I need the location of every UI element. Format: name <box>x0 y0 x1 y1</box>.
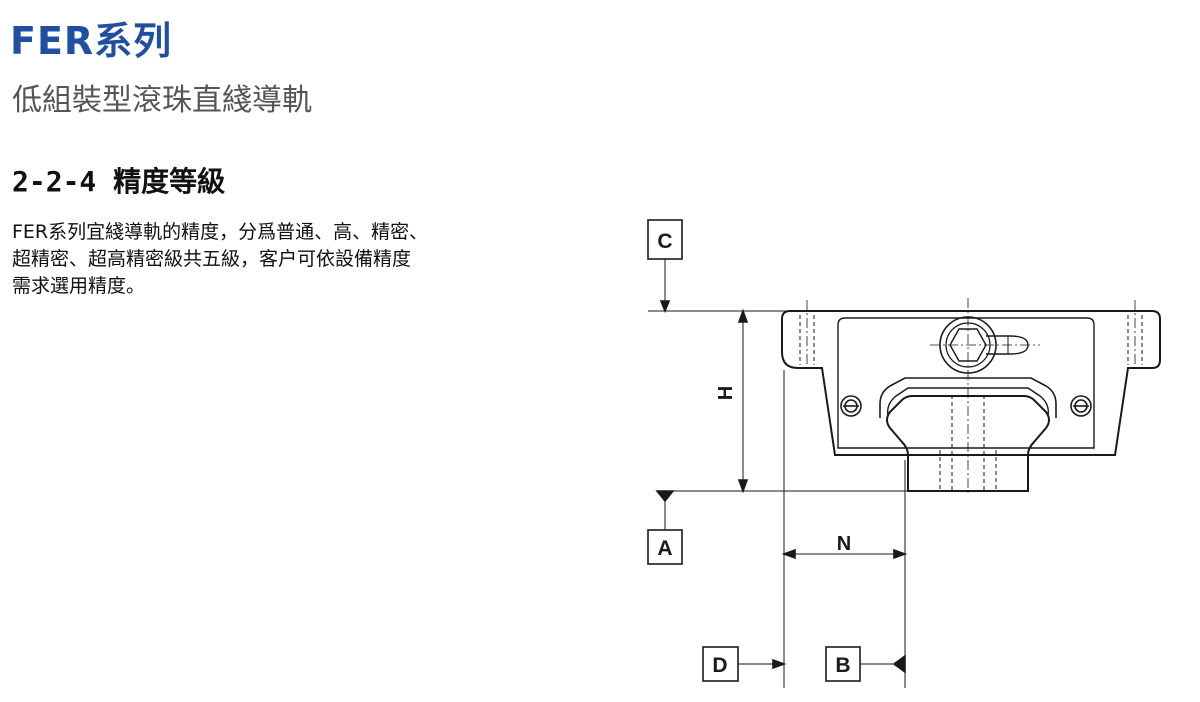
datum-a-label: A <box>657 537 672 560</box>
datum-triangle-icon <box>655 490 675 503</box>
section-heading: 2-2-4 精度等級 <box>12 165 226 198</box>
arrow-icon <box>659 300 671 314</box>
datum-d-box: D <box>702 646 739 682</box>
arrow-icon <box>781 548 796 560</box>
rail-profile <box>886 395 1050 492</box>
grease-nipple <box>939 316 1029 374</box>
series-title: FER系列 <box>10 19 173 63</box>
description-line: 超精密、超高精密級共五級，客户可依設備精度 <box>12 248 412 270</box>
datum-c-label: C <box>657 230 672 253</box>
arrow-icon <box>893 548 908 560</box>
dimension-n-label: N <box>837 533 851 555</box>
description-line: FER系列宜綫導軌的精度，分爲普通、高、精密、 <box>12 221 429 243</box>
section-description: FER系列宜綫導軌的精度，分爲普通、高、精密、 超精密、超高精密級共五級，客户可… <box>12 219 542 300</box>
datum-c-box: C <box>647 219 683 260</box>
arrow-icon <box>737 479 749 494</box>
datum-triangle-icon <box>892 654 906 674</box>
carriage-block-outline <box>781 310 1161 456</box>
datum-d-label: D <box>712 654 727 677</box>
arrow-icon <box>737 308 749 323</box>
series-subtitle: 低組裝型滾珠直綫導軌 <box>12 83 312 118</box>
description-line: 需求選用精度。 <box>12 275 146 297</box>
datum-b-box: B <box>825 646 861 682</box>
screw-icon <box>840 395 862 417</box>
carriage-inner-cavity <box>837 317 1095 449</box>
arrow-icon <box>772 658 787 670</box>
datum-a-box: A <box>647 529 683 565</box>
dimension-h-label: H <box>715 386 737 400</box>
datum-b-label: B <box>835 654 850 677</box>
screw-icon <box>1070 395 1092 417</box>
